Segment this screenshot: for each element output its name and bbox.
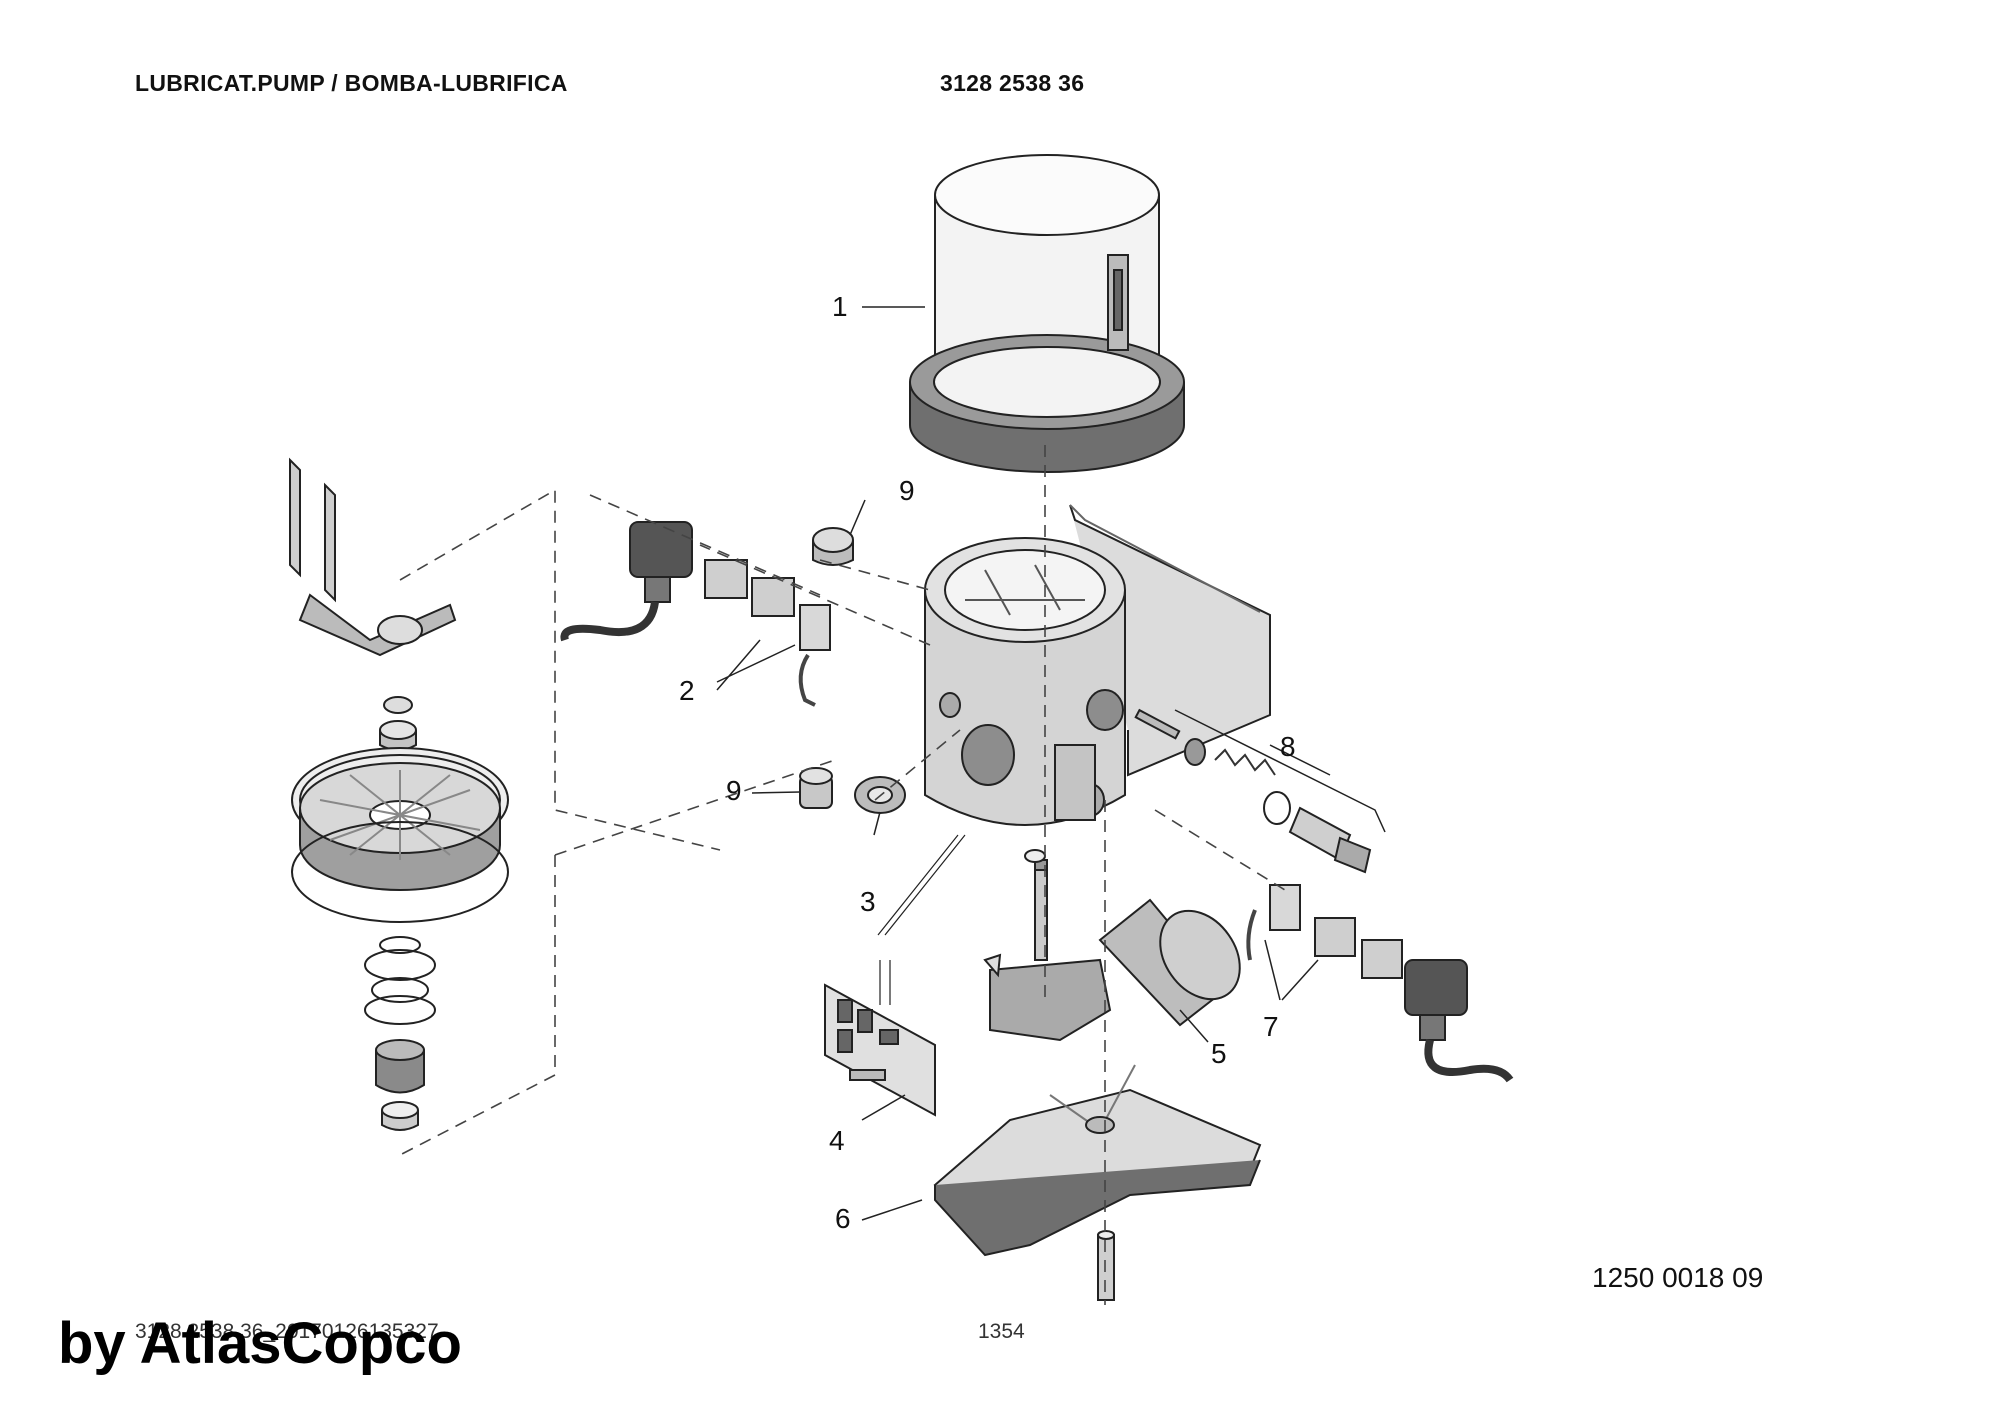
callout-6: 6 [835,1203,851,1234]
left-plug-connector-part [560,521,831,707]
part-number: 3128 2538 36 [940,70,1085,96]
plug-top-part [812,527,854,566]
callout-9-side: 9 [726,775,742,806]
brand-watermark: by AtlasCopco [58,1311,462,1376]
drawing-reference: 1250 0018 09 [1592,1262,1764,1293]
callout-1: 1 [832,291,848,322]
callout-5: 5 [1211,1038,1227,1069]
motor-part [983,849,1241,1042]
callout-7: 7 [1263,1011,1279,1042]
callout-9-top: 9 [899,475,915,506]
callout-4: 4 [829,1125,845,1156]
page-title: LUBRICAT.PUMP / BOMBA-LUBRIFICA [135,70,568,96]
agitator-assembly-part [289,457,509,1131]
valve-assembly-part [1134,708,1386,874]
pump-housing-part [924,504,1271,826]
plug-side-part [799,767,833,809]
reservoir-part [909,154,1185,473]
footer-page-number: 1354 [978,1320,1025,1343]
callout-2: 2 [679,675,695,706]
callout-leaders [716,306,1331,1221]
base-tray-part [933,1064,1262,1301]
footer-document-code: 3128 2538 36_20170126135327 [135,1320,439,1343]
callout-3: 3 [860,886,876,917]
callout-8: 8 [1280,731,1296,762]
circuit-board-part [824,834,966,1117]
assembly-guide-lines [399,445,1286,1305]
right-plug-connector-part [1246,884,1514,1083]
